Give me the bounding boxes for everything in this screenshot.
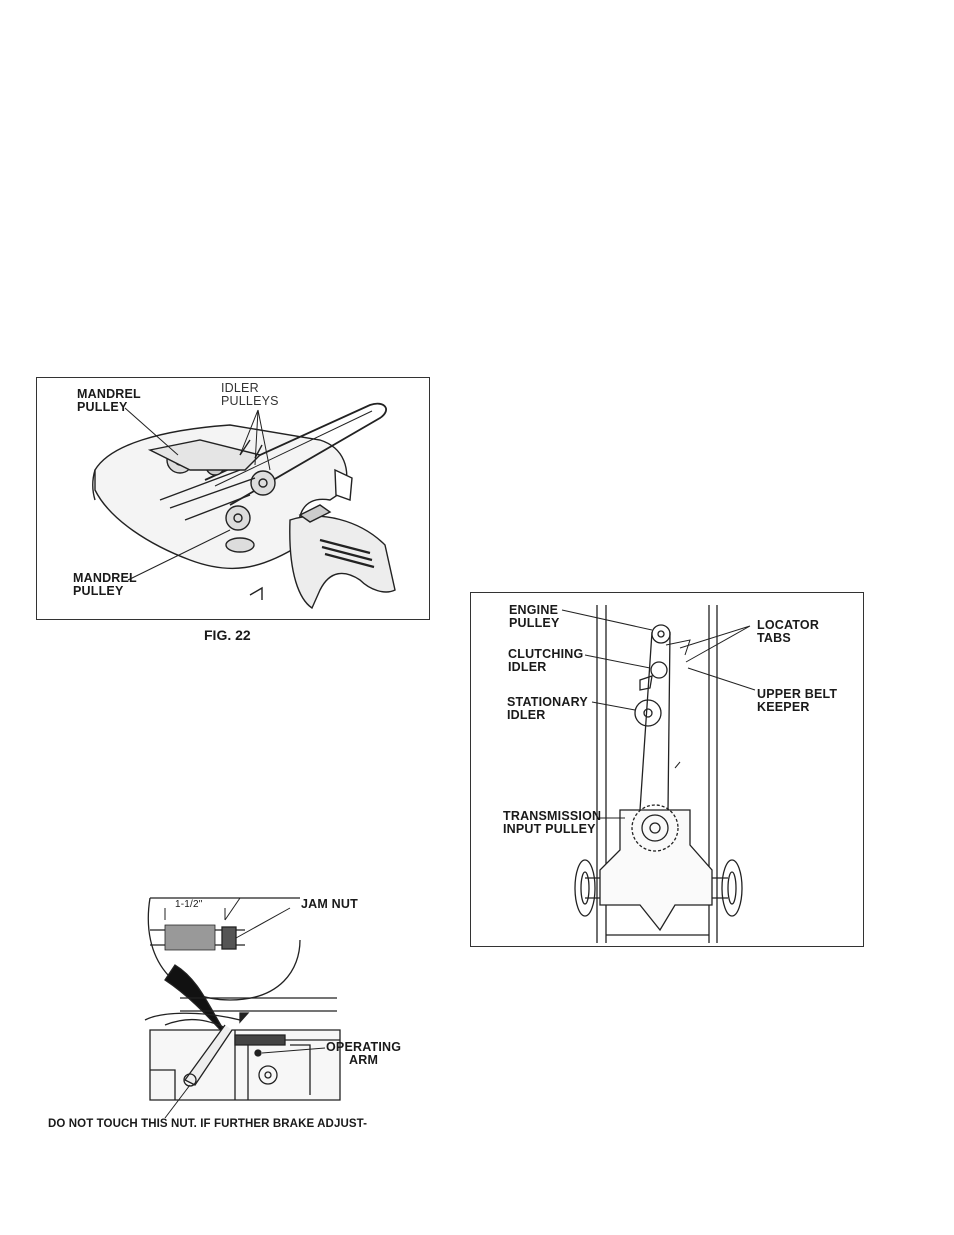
label-engine-pulley: ENGINE PULLEY <box>509 604 560 630</box>
label-clutching-idler: CLUTCHING IDLER <box>508 648 583 674</box>
label-stationary-idler: STATIONARY IDLER <box>507 696 588 722</box>
label-transmission-input-pulley: TRANSMISSION INPUT PULLEY <box>503 810 601 836</box>
label-locator-tabs: LOCATOR TABS <box>757 619 819 645</box>
label-upper-belt-keeper: UPPER BELT KEEPER <box>757 688 837 714</box>
